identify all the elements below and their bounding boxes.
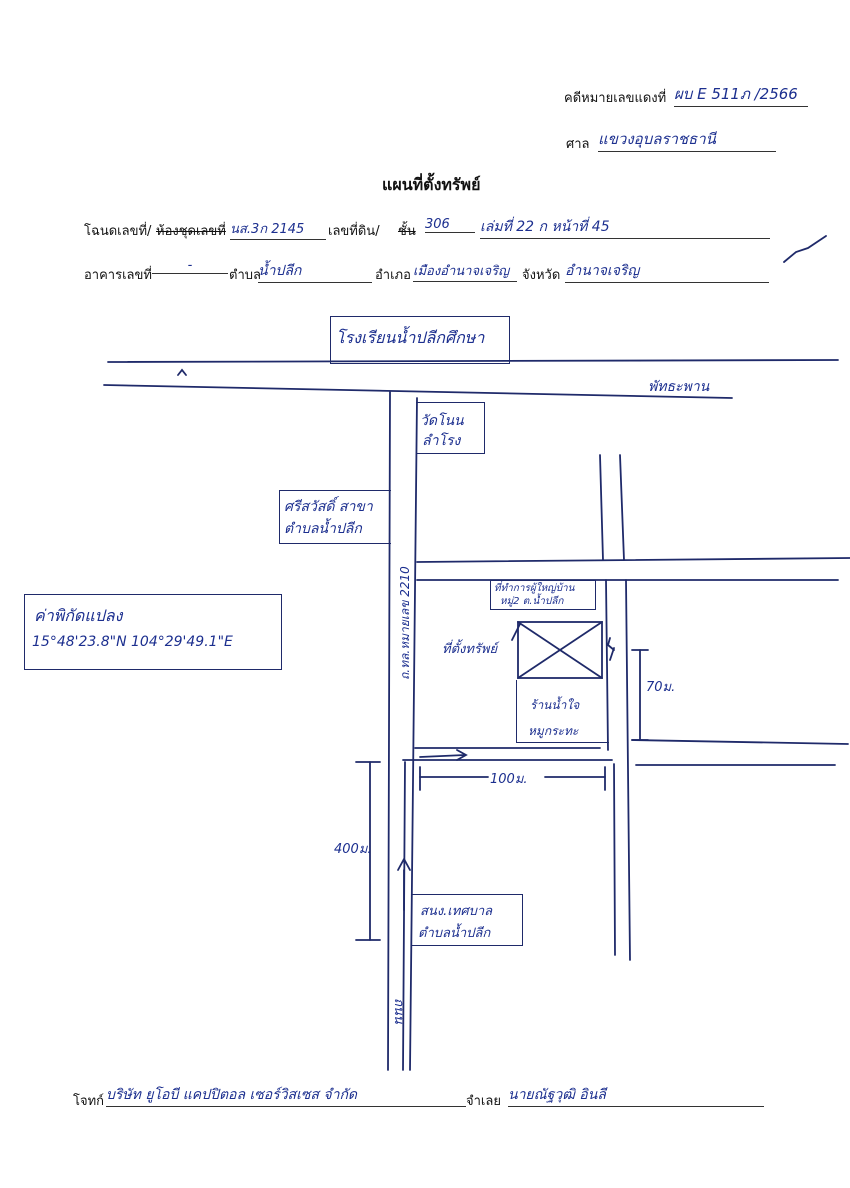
tambon-value: น้ำปลีก <box>258 260 372 283</box>
province-label: จังหวัด <box>522 268 561 283</box>
branch-label-2: ตำบลน้ำปลีก <box>284 521 362 537</box>
building-number-label: อาคารเลขที่ <box>84 268 152 283</box>
defendant-value: นายณัฐวุฒิ อินลี <box>508 1084 764 1107</box>
shop-label-2: หมูกระทะ <box>528 724 579 738</box>
north-road-label: พัทธะพาน <box>648 379 710 395</box>
condo-label: ห้องชุดเลขที่ <box>156 224 226 239</box>
plaintiff-label: โจทก์ <box>73 1094 105 1109</box>
amphoe-label: อำเภอ <box>375 268 411 283</box>
tambon-label: ตำบล <box>229 268 261 283</box>
plaintiff-value: บริษัท ยูโอบี แคปปิตอล เซอร์วิสเซส จำกัด <box>106 1084 466 1107</box>
province-value: อำนาจเจริญ <box>565 260 769 283</box>
temple-label-1: วัดโนน <box>420 413 464 429</box>
distance-100m: 100ม. <box>490 772 528 787</box>
school-box <box>330 316 510 364</box>
page-title: แผนที่ตั้งทรัพย์ <box>382 175 481 194</box>
case-number-value: ผบ E 511ภ /2566 <box>674 82 808 107</box>
land-number-label: เลขที่ดิน/ <box>328 224 380 239</box>
headman-office-label-1: ที่ทำการผู้ใหญ่บ้าน <box>494 583 575 594</box>
branch-box <box>279 490 391 544</box>
municipal-office-label-1: สนง.เทศบาล <box>420 904 493 919</box>
municipal-office-label-2: ตำบลน้ำปลีก <box>418 926 491 941</box>
municipal-office-box <box>412 894 523 946</box>
deed-label: โฉนดเลขที่/ <box>84 224 152 239</box>
court-label: ศาล <box>566 137 590 152</box>
headman-office-box <box>490 580 596 610</box>
school-label: โรงเรียนน้ำปลีกศึกษา <box>336 328 485 347</box>
building-number-value: - <box>152 258 228 274</box>
coordinates-box <box>24 594 282 670</box>
case-number-label: คดีหมายเลขแดงที่ <box>564 91 667 106</box>
defendant-label: จำเลย <box>466 1094 501 1109</box>
temple-label-2: ลำโรง <box>422 433 461 449</box>
south-road-label: ถนน <box>391 998 406 1024</box>
floor-label: ชั้น <box>398 224 416 239</box>
deed-value: นส.3ก 2145 <box>230 218 326 240</box>
branch-label-1: ศรีสวัสดิ์ สาขา <box>284 499 373 515</box>
book-page-value: เล่มที่ 22 ก หน้าที่ 45 <box>480 216 770 239</box>
distance-400m: 400ม. <box>334 842 372 857</box>
headman-office-label-2: หมู่2 ต.น้ำปลีก <box>500 596 564 607</box>
court-value: แขวงอุบลราชธานี <box>598 127 776 152</box>
coordinates-label: ค่าพิกัดแปลง <box>34 606 123 625</box>
distance-70m: 70ม. <box>646 680 676 695</box>
coordinates-value: 15°48'23.8"N 104°29'49.1"E <box>32 634 233 650</box>
shop-label-1: ร้านน้ำใจ <box>530 698 580 712</box>
shop-box <box>516 680 609 743</box>
temple-box <box>416 402 485 454</box>
property-location-label: ที่ตั้งทรัพย์ <box>442 642 498 657</box>
highway-label: ถ.ทล.หมายเลข 2210 <box>398 566 412 680</box>
amphoe-value: เมืองอำนาจเจริญ <box>413 260 517 282</box>
land-number-value: 306 <box>425 217 475 233</box>
